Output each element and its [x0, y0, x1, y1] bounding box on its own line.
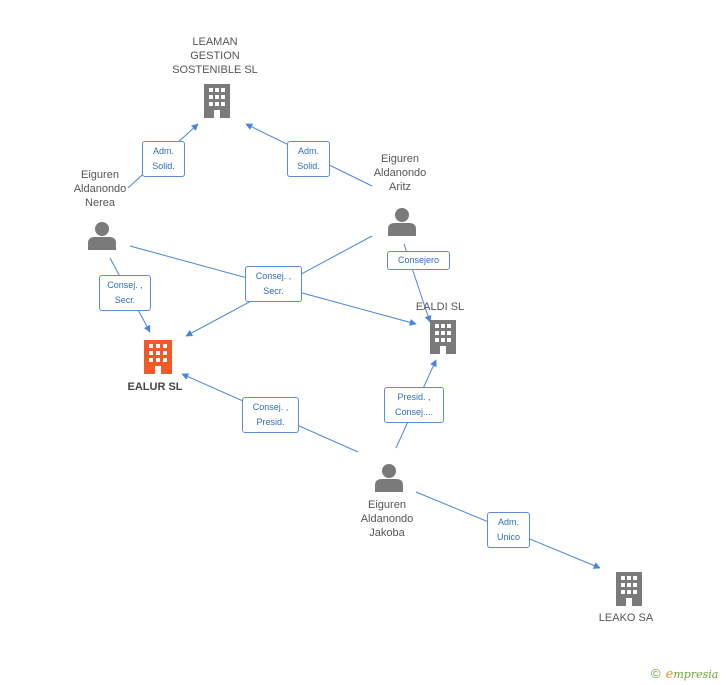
- brand-name: mpresia: [673, 668, 719, 681]
- jakoba-person-icon[interactable]: [375, 464, 403, 492]
- leako-building-icon[interactable]: [616, 572, 642, 606]
- edge-label-nerea-ealur: Consej. , Secr.: [99, 275, 151, 311]
- aritz-person-icon[interactable]: [388, 208, 416, 236]
- copyright-icon: ©: [651, 666, 661, 681]
- brand-e: e: [665, 667, 674, 682]
- leaman-label[interactable]: LEAMAN GESTION SOSTENIBLE SL: [172, 36, 258, 76]
- ealdi-label[interactable]: EALDI SL: [415, 301, 465, 313]
- leako-label[interactable]: LEAKO SA: [598, 612, 654, 624]
- nerea-person-icon[interactable]: [88, 222, 116, 250]
- aritz-label[interactable]: Eiguren Aldanondo Aritz: [373, 153, 427, 193]
- edge-label-consej-secr-shared: Consej. , Secr.: [245, 266, 302, 302]
- nerea-label[interactable]: Eiguren Aldanondo Nerea: [73, 169, 127, 209]
- edge-label-jakoba-ealur: Consej. , Presid.: [242, 397, 299, 433]
- empresia-logo: © empresia: [651, 666, 718, 682]
- jakoba-label[interactable]: Eiguren Aldanondo Jakoba: [360, 499, 414, 539]
- edge-label-jakoba-ealdi: Presid. , Consej....: [384, 387, 444, 423]
- ealur-building-icon[interactable]: [144, 340, 172, 374]
- leaman-building-icon[interactable]: [204, 84, 230, 118]
- edge-label-aritz-ealdi: Consejero: [387, 251, 450, 270]
- edge-label-nerea-leaman: Adm. Solid.: [142, 141, 185, 177]
- ealdi-building-icon[interactable]: [430, 320, 456, 354]
- ealur-label[interactable]: EALUR SL: [127, 381, 183, 393]
- edge-label-jakoba-leako: Adm. Unico: [487, 512, 530, 548]
- edge-label-aritz-leaman: Adm. Solid.: [287, 141, 330, 177]
